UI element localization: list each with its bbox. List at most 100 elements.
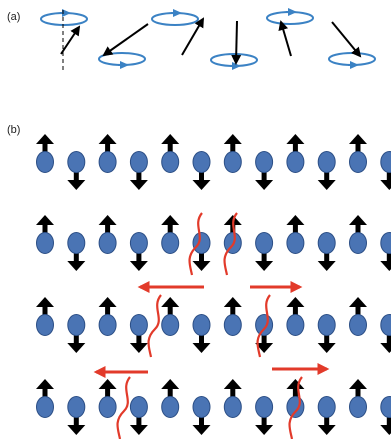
spin-site-down xyxy=(380,396,391,435)
atom-circle xyxy=(349,314,367,336)
atom-circle xyxy=(129,151,148,173)
spin-arrowhead xyxy=(380,343,391,353)
spin-site-up xyxy=(36,297,54,336)
spin-site-up xyxy=(223,297,242,336)
spin-site-up xyxy=(349,379,367,418)
atom-circle xyxy=(317,232,336,254)
atom-circle xyxy=(98,396,117,418)
spin-site-up xyxy=(98,215,117,254)
spin-arrowhead xyxy=(349,215,367,225)
domain-wall-line xyxy=(147,294,162,358)
spin-arrowhead xyxy=(255,343,274,353)
atom-circle xyxy=(67,314,86,336)
atom-circle xyxy=(129,396,148,418)
spin-arrow-down-left xyxy=(331,21,362,58)
spin-arrowhead xyxy=(255,180,274,190)
spin-site-up xyxy=(161,297,180,336)
spin-site-up xyxy=(349,297,367,336)
atom-circle xyxy=(286,396,305,418)
atom-circle xyxy=(255,232,274,254)
precession-ellipse xyxy=(328,52,376,66)
spin-site-down xyxy=(192,232,211,271)
domain-wall-line xyxy=(256,294,271,358)
spin-arrowhead xyxy=(192,343,211,353)
precession-ellipse xyxy=(266,11,314,25)
atom-circle xyxy=(286,314,305,336)
spin-arrowhead xyxy=(161,379,180,389)
spin-arrowhead xyxy=(129,343,148,353)
spin-arrowhead xyxy=(349,379,367,389)
spin-arrowhead xyxy=(98,297,117,307)
spin-site-up xyxy=(161,134,180,173)
spin-arrowhead xyxy=(98,134,117,144)
spin-site-up xyxy=(286,134,305,173)
precession-spin-6 xyxy=(328,21,376,69)
spin-arrowhead xyxy=(286,134,305,144)
atom-circle xyxy=(192,396,211,418)
spin-arrowhead xyxy=(192,261,211,271)
spin-site-down xyxy=(317,151,336,190)
spin-arrowhead xyxy=(129,261,148,271)
spin-chain-row-1 xyxy=(36,134,391,190)
spin-arrow-up-right xyxy=(60,25,81,55)
atom-circle xyxy=(36,314,54,336)
spin-arrowhead xyxy=(67,180,86,190)
spin-site-down xyxy=(380,232,391,271)
precession-spin-3 xyxy=(151,9,205,56)
spin-site-up xyxy=(223,134,242,173)
precession-spin-4 xyxy=(210,20,258,70)
spin-site-up xyxy=(36,134,54,173)
spin-arrowhead xyxy=(67,261,86,271)
spin-site-down xyxy=(67,232,86,271)
atom-circle xyxy=(349,151,367,173)
atom-circle xyxy=(192,314,211,336)
domain-wall-line xyxy=(116,376,131,439)
spin-arrowhead xyxy=(317,261,336,271)
spin-site-down xyxy=(192,396,211,435)
spin-arrowhead xyxy=(98,379,117,389)
atom-circle xyxy=(317,151,336,173)
spin-arrowhead xyxy=(192,180,211,190)
spin-arrowhead xyxy=(67,343,86,353)
spin-site-down xyxy=(67,151,86,190)
atom-circle xyxy=(98,232,117,254)
spin-arrowhead xyxy=(192,425,211,435)
spin-site-down xyxy=(129,232,148,271)
spin-site-down xyxy=(67,396,86,435)
spin-site-down xyxy=(67,314,86,353)
precession-ellipse xyxy=(210,53,258,67)
atom-circle xyxy=(36,232,54,254)
spin-site-up xyxy=(36,215,54,254)
atom-circle xyxy=(380,151,391,173)
spin-arrow-up-right xyxy=(181,17,205,56)
spin-site-down xyxy=(192,151,211,190)
panel-b-label: (b) xyxy=(7,124,20,136)
atom-circle xyxy=(223,396,242,418)
atom-circle xyxy=(192,151,211,173)
spin-site-up xyxy=(98,297,117,336)
spin-chain-row-4 xyxy=(36,363,391,439)
spin-site-down xyxy=(380,151,391,190)
spin-arrowhead xyxy=(223,297,242,307)
spin-site-down xyxy=(255,396,274,435)
atom-circle xyxy=(161,396,180,418)
atom-circle xyxy=(161,151,180,173)
atom-circle xyxy=(161,232,180,254)
spin-site-down xyxy=(317,232,336,271)
spin-site-up xyxy=(161,379,180,418)
spin-arrowhead xyxy=(317,180,336,190)
precession-ellipse xyxy=(151,12,199,26)
spin-arrowhead xyxy=(36,379,54,389)
spin-arrowhead xyxy=(317,343,336,353)
spin-site-down xyxy=(380,314,391,353)
panel-b-spin-chain-rows xyxy=(36,134,391,439)
spin-arrow-down-left xyxy=(102,23,149,57)
spin-site-down xyxy=(129,151,148,190)
atom-circle xyxy=(223,314,242,336)
atom-circle xyxy=(349,396,367,418)
spin-arrowhead xyxy=(223,134,242,144)
atom-circle xyxy=(286,232,305,254)
atom-circle xyxy=(255,151,274,173)
spin-site-up xyxy=(223,379,242,418)
atom-circle xyxy=(380,396,391,418)
